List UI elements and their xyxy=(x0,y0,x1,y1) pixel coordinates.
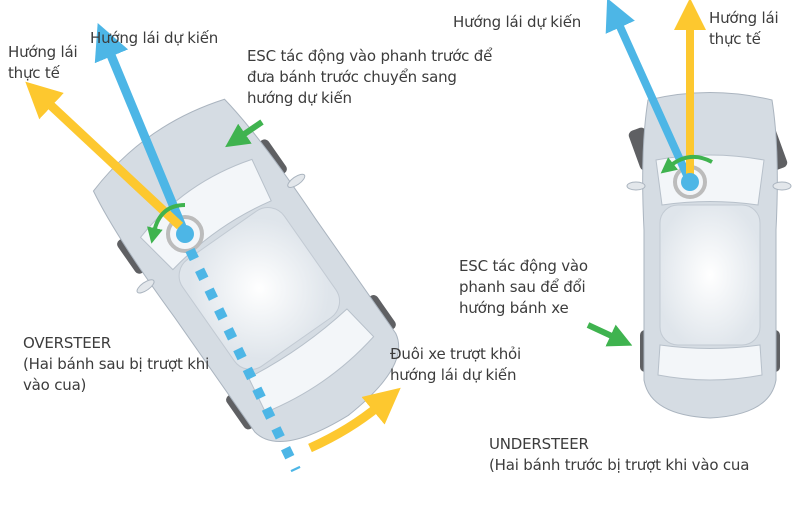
understeer-caption: UNDERSTEER (Hai bánh trước bị trượt khi … xyxy=(489,435,750,474)
understeer-actual-label: Hướng lái thực tế xyxy=(709,9,779,48)
steering-wheel-icon xyxy=(166,215,204,253)
rotation-arrow-icon xyxy=(660,154,713,174)
esc-front-brake-arrow xyxy=(225,119,264,148)
steering-pivot-icon xyxy=(681,173,699,191)
oversteer-actual-label: Hướng lái thực tế xyxy=(8,43,78,82)
understeer-car xyxy=(626,92,792,419)
oversteer-esc-note: ESC tác động vào phanh trước để đưa bánh… xyxy=(247,47,493,107)
tail-slide-note: Đuôi xe trượt khỏi hướng lái dự kiến xyxy=(390,345,521,384)
tail-slide-arrow xyxy=(308,387,401,453)
oversteer-car xyxy=(92,98,400,442)
rotation-arrow-icon xyxy=(147,203,186,244)
understeer-intended-label: Hướng lái dự kiến xyxy=(453,13,582,31)
intended-direction-arrow xyxy=(605,0,694,184)
intended-direction-arrow xyxy=(94,23,190,236)
understeer-esc-note: ESC tác động vào phanh sau để đổi hướng … xyxy=(459,257,588,317)
oversteer-intended-label: Hướng lái dự kiến xyxy=(90,29,219,47)
intended-path-dotted-line xyxy=(185,247,301,473)
esc-rear-brake-arrow xyxy=(586,322,633,347)
steering-pivot-icon xyxy=(176,225,194,243)
oversteer-caption: OVERSTEER (Hai bánh sau bị trượt khi vào… xyxy=(23,334,210,394)
actual-direction-arrow xyxy=(25,81,184,230)
